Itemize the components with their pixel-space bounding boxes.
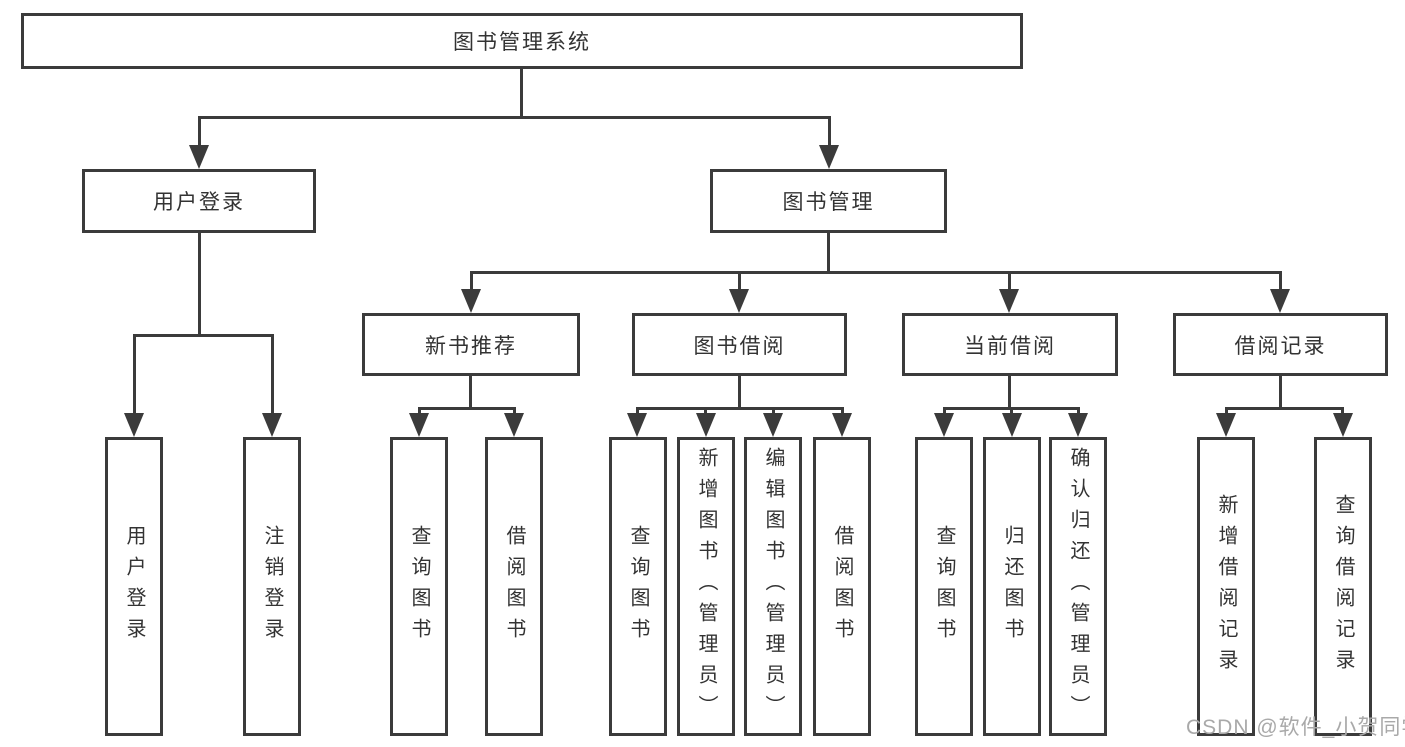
node-label: 当前借阅 [964,334,1056,358]
connector-to-current-borrow [1008,271,1011,297]
csdn-watermark: CSDN @软件_小贺同学 [1186,716,1405,739]
arrowhead-down-icon [934,413,954,437]
leaf-label: 借阅图书 [503,524,525,649]
leaf-confirm-return-admin: 确认归还（管理员） [1049,437,1107,736]
node-label: 图书管理系统 [453,31,591,54]
leaf-add-borrow-record: 新增借阅记录 [1197,437,1255,736]
connector-new-book-drop [469,376,472,410]
leaf-label: 查询图书 [627,524,649,649]
arrowhead-down-icon [729,289,749,313]
node-book-management: 图书管理 [710,169,947,233]
node-library-management-system: 图书管理系统 [21,13,1023,69]
connector-user-login-span [133,334,274,337]
arrowhead-down-icon [461,289,481,313]
connector-to-new-book [470,271,473,297]
leaf-logout: 注销登录 [243,437,301,736]
arrowhead-down-icon [262,413,282,437]
node-label: 借阅记录 [1234,334,1327,358]
leaf-query-books-borrow: 查询图书 [609,437,667,736]
leaf-return-books: 归还图书 [983,437,1041,736]
node-label: 图书借阅 [693,334,786,358]
node-book-borrowing: 图书借阅 [632,313,847,376]
leaf-label: 查询借阅记录 [1332,493,1354,680]
leaf-add-books-admin: 新增图书（管理员） [677,437,735,736]
leaf-label: 借阅图书 [831,524,853,649]
leaf-label: 查询图书 [408,524,430,649]
connector-root-to-user-login [198,116,201,151]
connector-to-borrow-records [1279,271,1282,297]
leaf-query-books-recommend: 查询图书 [390,437,448,736]
arrowhead-down-icon [696,413,716,437]
connector-to-book-borrow [738,271,741,297]
node-label: 新书推荐 [425,334,517,358]
node-borrowing-records: 借阅记录 [1173,313,1388,376]
connector-borrow-records-drop [1279,376,1282,407]
arrowhead-down-icon [832,413,852,437]
arrowhead-down-icon [124,413,144,437]
node-label: 图书管理 [782,191,875,214]
connector-to-leaf [271,334,274,419]
connector-user-login-drop [198,233,201,337]
leaf-borrow-books-recommend: 借阅图书 [485,437,543,736]
leaf-label: 归还图书 [1001,524,1023,649]
leaf-edit-books-admin: 编辑图书（管理员） [744,437,802,736]
node-current-borrowing: 当前借阅 [902,313,1118,376]
connector-root-span [198,116,831,119]
arrowhead-down-icon [1002,413,1022,437]
leaf-label: 确认归还（管理员） [1067,447,1089,726]
arrowhead-down-icon [627,413,647,437]
connector-book-management-drop [827,233,830,274]
arrowhead-down-icon [409,413,429,437]
arrowhead-down-icon [1333,413,1353,437]
connector-to-leaf [133,334,136,419]
leaf-label: 用户登录 [123,524,145,649]
leaf-label: 查询图书 [933,524,955,649]
arrowhead-down-icon [999,289,1019,313]
arrowhead-down-icon [1068,413,1088,437]
leaf-borrow-books: 借阅图书 [813,437,871,736]
arrowhead-down-icon [763,413,783,437]
connector-book-management-span [470,271,1281,274]
leaf-label: 新增借阅记录 [1215,493,1237,680]
connector-current-borrow-drop [1008,376,1011,410]
leaf-label: 编辑图书（管理员） [762,447,784,726]
node-label: 用户登录 [153,191,245,214]
connector-root-to-book-management [828,116,831,151]
connector-root-drop [520,69,523,119]
leaf-label: 新增图书（管理员） [695,447,717,726]
connector-book-borrow-drop [738,376,741,410]
leaf-query-books-current: 查询图书 [915,437,973,736]
arrowhead-down-icon [189,145,209,169]
leaf-user-login: 用户登录 [105,437,163,736]
leaf-query-borrow-record: 查询借阅记录 [1314,437,1372,736]
connector-new-book-span [418,407,516,410]
connector-book-borrow-span [636,407,844,410]
arrowhead-down-icon [1216,413,1236,437]
arrowhead-down-icon [504,413,524,437]
node-new-book-recommendation: 新书推荐 [362,313,580,376]
arrowhead-down-icon [1270,289,1290,313]
leaf-label: 注销登录 [261,524,283,649]
node-user-login: 用户登录 [82,169,316,233]
arrowhead-down-icon [819,145,839,169]
connector-borrow-records-span [1225,407,1343,410]
